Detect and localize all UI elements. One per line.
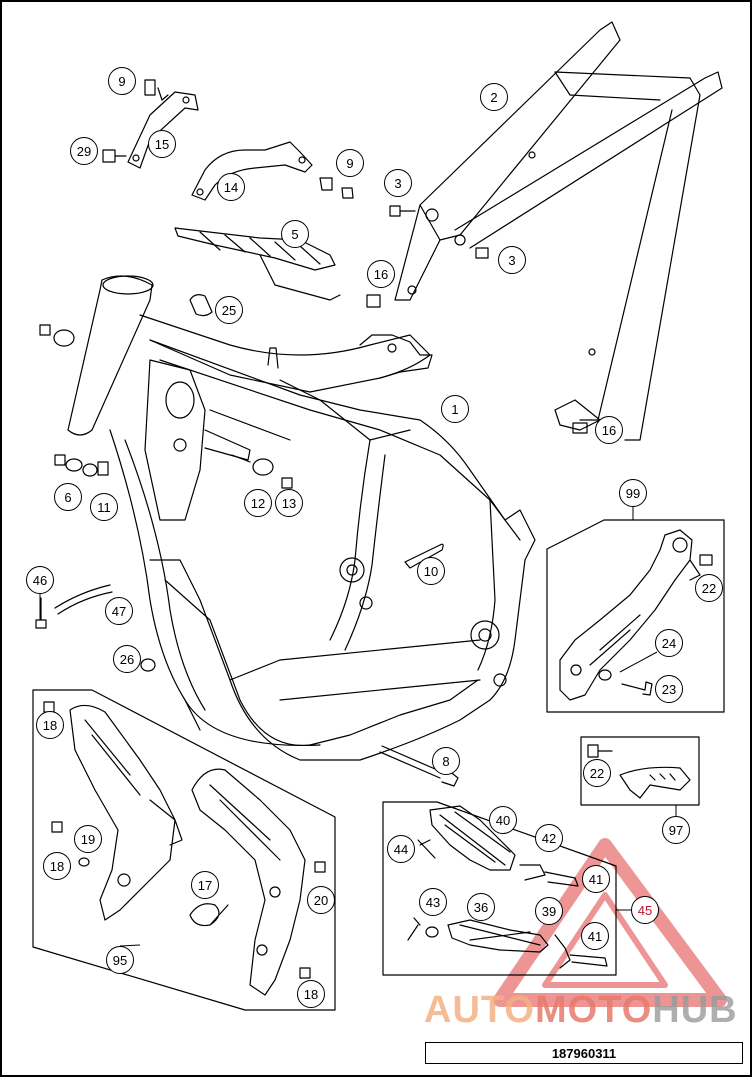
callout-40: 40 xyxy=(489,806,517,834)
callout-22-tip: 22 xyxy=(583,759,611,787)
cable-tie-17 xyxy=(189,903,229,927)
clamp-25 xyxy=(189,294,213,317)
pin-43 xyxy=(407,917,421,941)
callout-18-bottom: 18 xyxy=(297,980,325,1008)
bolt-16-top xyxy=(366,294,381,308)
callout-17: 17 xyxy=(191,871,219,899)
callout-19: 19 xyxy=(74,825,102,853)
callout-2: 2 xyxy=(480,83,508,111)
callout-44: 44 xyxy=(387,835,415,863)
callout-26: 26 xyxy=(113,645,141,673)
bolt-16-bottom xyxy=(572,422,588,434)
callout-16-top: 16 xyxy=(367,260,395,288)
callout-5: 5 xyxy=(281,220,309,248)
bolt-3-right xyxy=(475,247,489,259)
callout-12: 12 xyxy=(244,489,272,517)
callout-9-mid: 9 xyxy=(336,149,364,177)
bolt-8 xyxy=(379,745,459,787)
callout-45: 45 xyxy=(631,896,659,924)
callout-11: 11 xyxy=(90,493,118,521)
brake-tip xyxy=(587,744,691,799)
screw-18-mid xyxy=(51,821,63,833)
callout-22-pedal: 22 xyxy=(695,574,723,602)
callout-3-right: 3 xyxy=(498,246,526,274)
group-box-99 xyxy=(546,519,725,713)
frame-protector-right xyxy=(191,768,306,996)
callout-99: 99 xyxy=(619,479,647,507)
callout-42: 42 xyxy=(535,824,563,852)
bracket-14 xyxy=(191,141,354,201)
diagram-reference-number: 187960311 xyxy=(425,1042,743,1064)
brake-pedal xyxy=(559,529,701,701)
group-box-45 xyxy=(382,801,617,976)
callout-20: 20 xyxy=(307,886,335,914)
watermark-triangle xyxy=(493,838,727,1007)
callout-41-top: 41 xyxy=(582,865,610,893)
callout-6: 6 xyxy=(54,483,82,511)
callout-18-mid: 18 xyxy=(43,852,71,880)
fitting-46 xyxy=(35,597,47,629)
callout-46: 46 xyxy=(26,566,54,594)
pin-44 xyxy=(417,839,436,859)
footpeg-upper xyxy=(429,805,579,887)
callout-39: 39 xyxy=(535,897,563,925)
callout-15: 15 xyxy=(148,130,176,158)
bolt-22-pedal xyxy=(699,554,713,566)
hose-47 xyxy=(54,584,113,615)
screw-20 xyxy=(314,861,326,873)
callout-13: 13 xyxy=(275,489,303,517)
callout-29: 29 xyxy=(70,137,98,165)
footpeg-lower xyxy=(447,919,608,969)
bracket-15 xyxy=(102,79,199,169)
main-frame xyxy=(67,275,536,761)
callout-41-bottom: 41 xyxy=(581,922,609,950)
callout-9-top: 9 xyxy=(108,67,136,95)
callout-97: 97 xyxy=(662,816,690,844)
watermark-logo: AUTOMOTOHUB xyxy=(424,989,738,1031)
group-box-95 xyxy=(32,689,336,1011)
callout-14: 14 xyxy=(217,173,245,201)
callout-95: 95 xyxy=(106,946,134,974)
frame-protector-left xyxy=(69,704,183,921)
heat-shield-5 xyxy=(174,227,341,301)
subframe xyxy=(394,21,723,441)
callout-36: 36 xyxy=(467,893,495,921)
bushing-parts xyxy=(39,324,293,672)
washer-43 xyxy=(425,926,439,938)
clip-10 xyxy=(404,543,444,569)
callout-43: 43 xyxy=(419,888,447,916)
callout-18-top: 18 xyxy=(36,711,64,739)
group-box-97 xyxy=(580,736,700,806)
callout-23: 23 xyxy=(655,675,683,703)
callout-3-left: 3 xyxy=(384,169,412,197)
callout-25: 25 xyxy=(215,296,243,324)
bolt-3-left xyxy=(389,205,416,217)
bolt-23 xyxy=(621,681,653,696)
callout-10: 10 xyxy=(417,557,445,585)
washer-19 xyxy=(78,857,90,867)
callout-8: 8 xyxy=(432,747,460,775)
callout-1: 1 xyxy=(441,395,469,423)
screw-18-bottom xyxy=(299,967,311,979)
callout-16-bottom: 16 xyxy=(595,416,623,444)
washer-24 xyxy=(598,669,612,681)
callout-47: 47 xyxy=(105,597,133,625)
callout-24: 24 xyxy=(655,629,683,657)
